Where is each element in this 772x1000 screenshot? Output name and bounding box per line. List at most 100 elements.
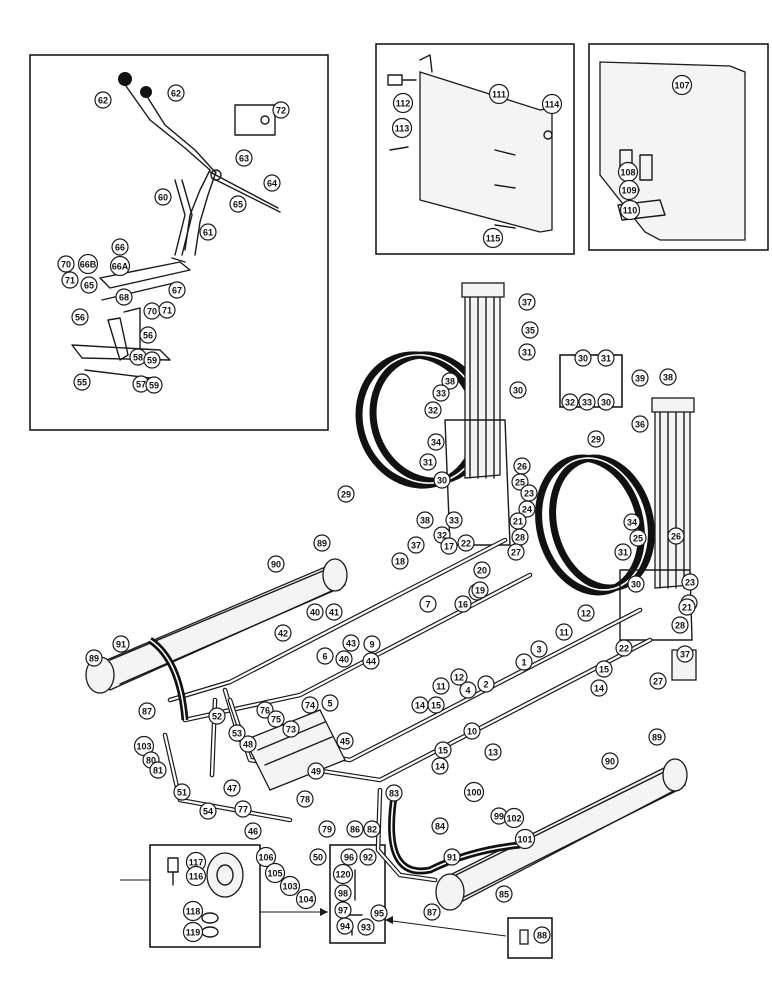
callout-number: 63 (239, 154, 249, 164)
callout-circle (432, 384, 450, 402)
callout-number: 105 (267, 869, 282, 879)
callout-number: 37 (411, 541, 421, 551)
callout-46: 46 (244, 822, 262, 840)
callout-number: 66B (80, 260, 97, 270)
callout-number: 110 (623, 206, 638, 216)
callout-circle (597, 393, 615, 411)
callout-83: 83 (385, 784, 403, 802)
callout-31: 31 (614, 543, 632, 561)
callout-circle (514, 828, 536, 850)
callout-circle (115, 288, 133, 306)
callout-105: 105 (264, 862, 286, 884)
callout-number: 26 (517, 462, 527, 472)
callout-number: 36 (635, 420, 645, 430)
callout-circle (139, 326, 157, 344)
callout-38: 38 (441, 372, 459, 390)
callout-circle (234, 800, 252, 818)
callout-circle (676, 645, 694, 663)
callout-64: 64 (263, 174, 281, 192)
callout-118: 118 (182, 900, 204, 922)
callout-number: 35 (525, 326, 535, 336)
callout-66B: 66B (77, 253, 99, 275)
callout-number: 3 (536, 645, 541, 655)
callout-number: 6 (322, 652, 327, 662)
callout-26: 26 (513, 457, 531, 475)
callout-number: 106 (258, 853, 273, 863)
callout-number: 62 (98, 96, 108, 106)
callout-number: 118 (186, 907, 201, 917)
callout-circle (678, 598, 696, 616)
callout-21: 21 (509, 512, 527, 530)
callout-95: 95 (370, 904, 388, 922)
callout-circle (296, 790, 314, 808)
callout-circle (235, 149, 253, 167)
callout-number: 37 (680, 650, 690, 660)
callout-44: 44 (362, 652, 380, 670)
callout-number: 30 (631, 580, 641, 590)
callout-12: 12 (450, 668, 468, 686)
callout-62: 62 (167, 84, 185, 102)
callout-circle (182, 921, 204, 943)
callout-34: 34 (623, 513, 641, 531)
callout-circle (334, 884, 352, 902)
callout-number: 103 (136, 742, 151, 752)
callout-84: 84 (431, 817, 449, 835)
callout-circle (263, 174, 281, 192)
callout-circle (484, 743, 502, 761)
callout-circle (154, 188, 172, 206)
callout-61: 61 (199, 223, 217, 241)
callout-34: 34 (427, 433, 445, 451)
callout-29: 29 (337, 485, 355, 503)
callout-65: 65 (229, 195, 247, 213)
callout-36: 36 (631, 415, 649, 433)
callout-number: 65 (233, 200, 243, 210)
callout-circle (511, 473, 529, 491)
callout-115: 115 (482, 227, 504, 249)
callout-number: 56 (75, 313, 85, 323)
callout-45: 45 (336, 732, 354, 750)
callout-circle (73, 373, 91, 391)
callout-28: 28 (511, 528, 529, 546)
callout-117: 117 (185, 851, 207, 873)
callout-number: 44 (366, 657, 376, 667)
callout-number: 85 (499, 890, 509, 900)
callout-circle (419, 595, 437, 613)
callout-circle (590, 679, 608, 697)
callout-number: 33 (436, 389, 446, 399)
callout-number: 74 (305, 701, 315, 711)
callout-104: 104 (295, 888, 317, 910)
callout-number: 46 (248, 827, 258, 837)
callout-19: 19 (471, 581, 489, 599)
callout-68: 68 (115, 288, 133, 306)
callout-number: 70 (61, 260, 71, 270)
callout-circle (168, 281, 186, 299)
callout-circle (431, 757, 449, 775)
callout-77: 77 (234, 800, 252, 818)
callout-number: 33 (449, 516, 459, 526)
callout-91: 91 (112, 635, 130, 653)
callout-100: 100 (463, 781, 485, 803)
callout-91: 91 (443, 848, 461, 866)
callout-number: 119 (186, 928, 201, 938)
callout-circle (597, 349, 615, 367)
callout-number: 14 (435, 762, 445, 772)
callout-number: 45 (340, 737, 350, 747)
callout-107: 107 (671, 74, 693, 96)
callout-71: 71 (61, 271, 79, 289)
callout-number: 33 (582, 398, 592, 408)
callout-circle (649, 672, 667, 690)
callout-circle (267, 710, 285, 728)
callout-circle (457, 534, 475, 552)
callout-90: 90 (601, 752, 619, 770)
callout-70: 70 (143, 302, 161, 320)
callout-circle (432, 677, 450, 695)
callout-30: 30 (574, 349, 592, 367)
callout-number: 27 (653, 677, 663, 687)
callout-30: 30 (509, 381, 527, 399)
callout-circle (138, 702, 156, 720)
callout-circle (623, 513, 641, 531)
callout-circle (85, 649, 103, 667)
callout-number: 19 (475, 586, 485, 596)
callout-114: 114 (541, 93, 563, 115)
assembly-arrows (120, 879, 507, 937)
